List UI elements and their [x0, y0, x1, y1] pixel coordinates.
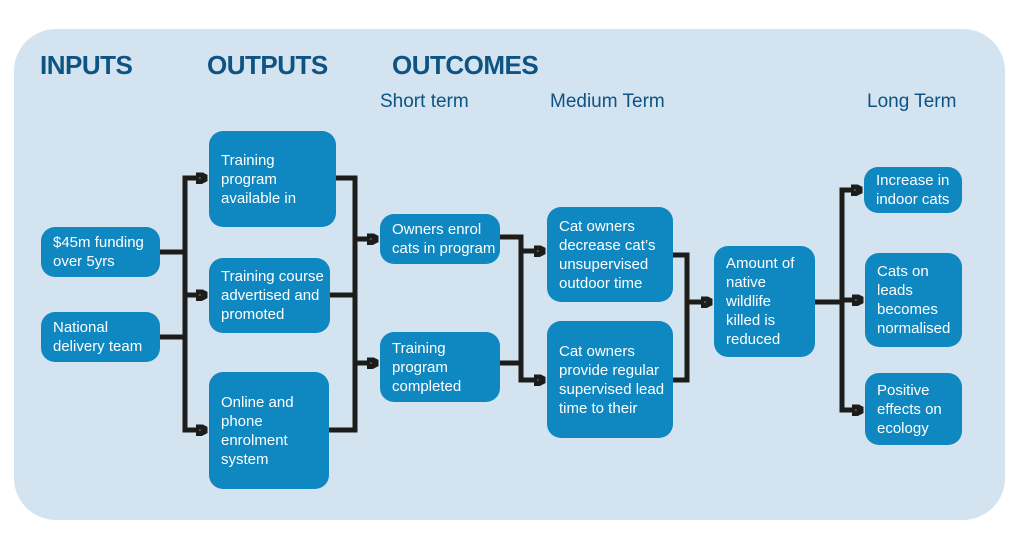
node-delivery-team-box: National delivery team [41, 312, 160, 362]
subheader-medium-term: Medium Term [550, 91, 665, 112]
node-enrolment-system-box: Online and phone enrolment system [209, 372, 329, 489]
node-funding-box: $45m funding over 5yrs [41, 227, 160, 277]
node-leads-normalised-box: Cats on leads becomes normalised [865, 253, 962, 347]
node-wildlife-reduced-box: Amount of native wildlife killed is redu… [714, 246, 815, 357]
column-header-inputs: INPUTS [40, 50, 133, 80]
node-owners-enrol-box: Owners enrol cats in program [380, 214, 500, 264]
connector-trunks-and-stubs [157, 175, 845, 433]
node-increase-indoor-cats-box: Increase in indoor cats [864, 167, 962, 213]
node-supervised-lead-time-box: Cat owners provide regular supervised le… [547, 321, 673, 438]
logic-model-panel: INPUTS OUTPUTS OUTCOMES Short term Mediu… [14, 29, 1005, 520]
column-header-outcomes: OUTCOMES [392, 50, 539, 80]
node-course-advertised-box: Training course advertised and promoted [209, 258, 330, 333]
connector-arrowheads [182, 178, 853, 430]
subheader-long-term: Long Term [867, 91, 957, 112]
column-header-outputs: OUTPUTS [207, 50, 328, 80]
node-positive-ecology-box: Positive effects on ecology [865, 373, 962, 445]
flow-connector-arrows [157, 29, 1005, 520]
node-program-available-box: Training program available in [209, 131, 336, 227]
node-decrease-outdoor-time-box: Cat owners decrease cat’s unsupervised o… [547, 207, 673, 302]
node-program-completed-box: Training program completed [380, 332, 500, 402]
subheader-short-term: Short term [380, 91, 469, 112]
